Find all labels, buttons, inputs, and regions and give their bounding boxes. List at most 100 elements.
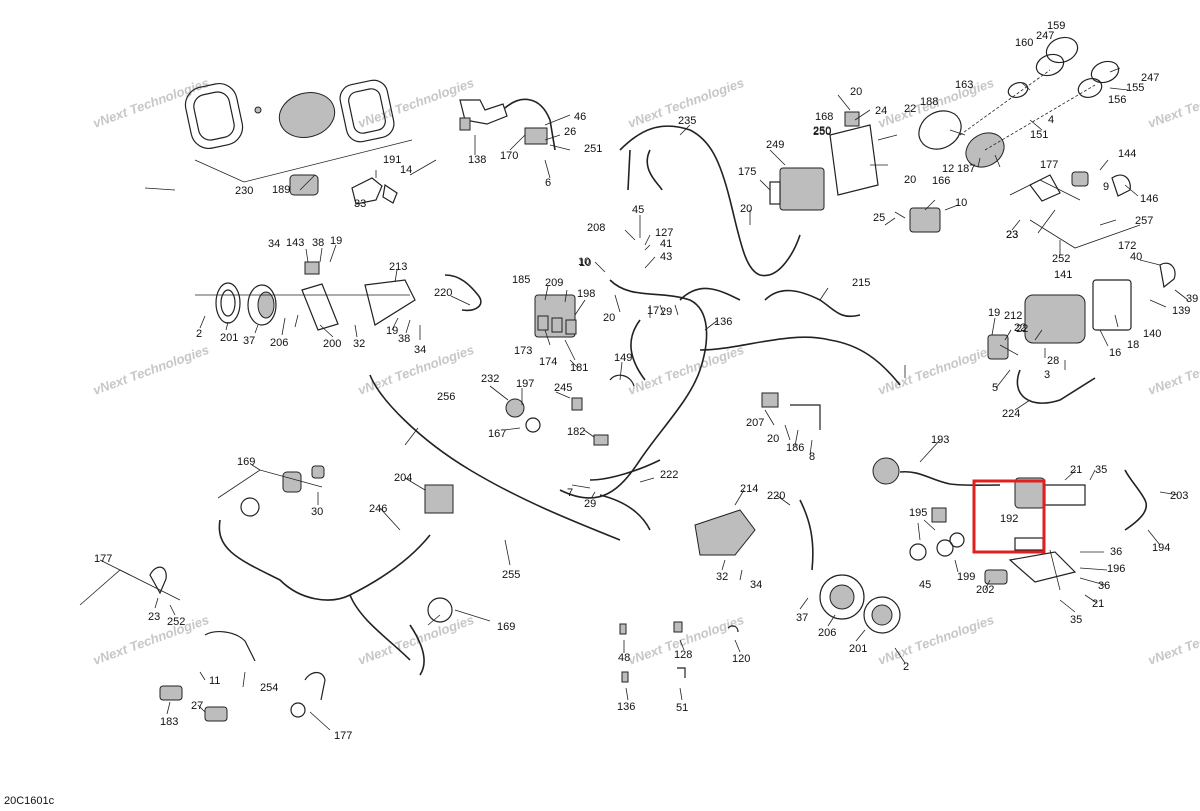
part-label: 196: [1107, 563, 1125, 575]
part-label: 4: [1048, 114, 1054, 126]
watermark: vNext Technologies: [1146, 342, 1200, 398]
part-label: 177: [334, 730, 352, 742]
ignition-switch-group: [459, 98, 556, 151]
part-label: 222: [660, 469, 678, 481]
part-label: 35: [1070, 614, 1082, 626]
part-label: 38: [398, 333, 410, 345]
part-label: 36: [1098, 580, 1110, 592]
part-label: 214: [740, 483, 758, 495]
gauge-cluster-group: [184, 79, 413, 205]
part-label: 155: [1126, 82, 1144, 94]
main-harness: [534, 279, 901, 499]
part-label: 202: [976, 584, 994, 596]
part-label: 16: [1109, 347, 1121, 359]
part-label: 18: [1127, 339, 1139, 351]
part-label: 11: [209, 675, 220, 687]
part-label: 39: [1186, 293, 1198, 305]
part-labels: 230 189 191 14 33 138 170 46 26 251 6 23…: [94, 20, 1198, 742]
part-label: 146: [1140, 193, 1158, 205]
watermark: vNext Technologies: [626, 342, 746, 398]
part-label: 20: [740, 203, 752, 215]
part-label: 172: [1118, 240, 1136, 252]
part-label: 206: [270, 337, 288, 349]
winch-group: [987, 262, 1176, 404]
part-label: 19: [386, 325, 398, 337]
part-label: 23: [1006, 229, 1018, 241]
part-label: 201: [849, 643, 867, 655]
part-label: 156: [1108, 94, 1126, 106]
part-label: 14: [400, 164, 412, 176]
part-label: 183: [160, 716, 178, 728]
part-label: 199: [957, 571, 975, 583]
part-label: 29: [660, 306, 672, 318]
part-label: 45: [632, 204, 644, 216]
part-label: 136: [617, 701, 635, 713]
part-label: 200: [323, 338, 341, 350]
part-label: 235: [678, 115, 696, 127]
part-label: 5: [992, 382, 998, 394]
part-label: 168: [815, 111, 833, 123]
left-middle-parts: [79, 465, 454, 722]
part-label: 128: [674, 649, 692, 661]
part-label: 10: [955, 197, 967, 209]
part-label: 136: [714, 316, 732, 328]
part-label: 7: [567, 487, 573, 499]
light-214-and-speakers: [694, 499, 901, 634]
part-label: 43: [660, 251, 672, 263]
harness-246: [218, 519, 431, 601]
watermark: vNext Technologies: [91, 342, 211, 398]
part-label: 257: [1135, 215, 1153, 227]
part-label: 215: [852, 277, 870, 289]
part-label: 33: [354, 198, 366, 210]
watermark: vNext Technologies: [876, 342, 996, 398]
part-label: 3: [1044, 369, 1050, 381]
part-label: 20: [904, 174, 916, 186]
harness-235: [619, 125, 801, 277]
light-assemblies-top-right: [909, 36, 1141, 249]
part-label: 195: [909, 507, 927, 519]
part-label: 36: [1110, 546, 1122, 558]
relay-box-group: [769, 111, 879, 211]
part-label: 230: [235, 185, 253, 197]
part-label: 169: [237, 456, 255, 468]
part-label: 9: [1103, 181, 1109, 193]
part-label: 198: [577, 288, 595, 300]
part-label: 185: [512, 274, 530, 286]
clips-group: [619, 621, 739, 683]
part-label: 188: [920, 96, 938, 108]
harness-222: [589, 459, 661, 531]
part-label: 29: [584, 498, 596, 510]
part-label: 254: [260, 682, 278, 694]
part-label: 12: [942, 163, 954, 175]
headlight-group-left: [195, 261, 482, 331]
watermark: vNext Technologies: [356, 75, 476, 131]
part-label: 197: [516, 378, 534, 390]
part-label: 201: [220, 332, 238, 344]
part-label: 120: [732, 653, 750, 665]
part-label: 51: [676, 702, 688, 714]
part-label: 27: [191, 700, 203, 712]
part-label: 208: [587, 222, 605, 234]
part-label: 38: [312, 237, 324, 249]
part-label: 182: [567, 426, 585, 438]
part-label: 209: [545, 277, 563, 289]
part-label: 37: [796, 612, 808, 624]
part-label: 23: [148, 611, 160, 623]
part-label: 35: [1095, 464, 1107, 476]
part-label: 245: [554, 382, 572, 394]
part-label: 159: [1047, 20, 1065, 32]
part-label: 177: [1040, 159, 1058, 171]
part-label: 213: [389, 261, 407, 273]
part-label: 250: [813, 126, 831, 138]
part-label: 23: [1006, 229, 1018, 241]
part-label: 151: [1030, 129, 1048, 141]
part-label: 247: [1141, 72, 1159, 84]
part-label: 21: [1070, 464, 1082, 476]
part-label: 46: [574, 111, 586, 123]
part-label: 20: [767, 433, 779, 445]
part-label: 127: [655, 227, 673, 239]
module-192-group: [872, 457, 1147, 591]
part-label: 34: [414, 344, 426, 356]
part-label: 45: [919, 579, 931, 591]
part-label: 19: [988, 307, 1000, 319]
